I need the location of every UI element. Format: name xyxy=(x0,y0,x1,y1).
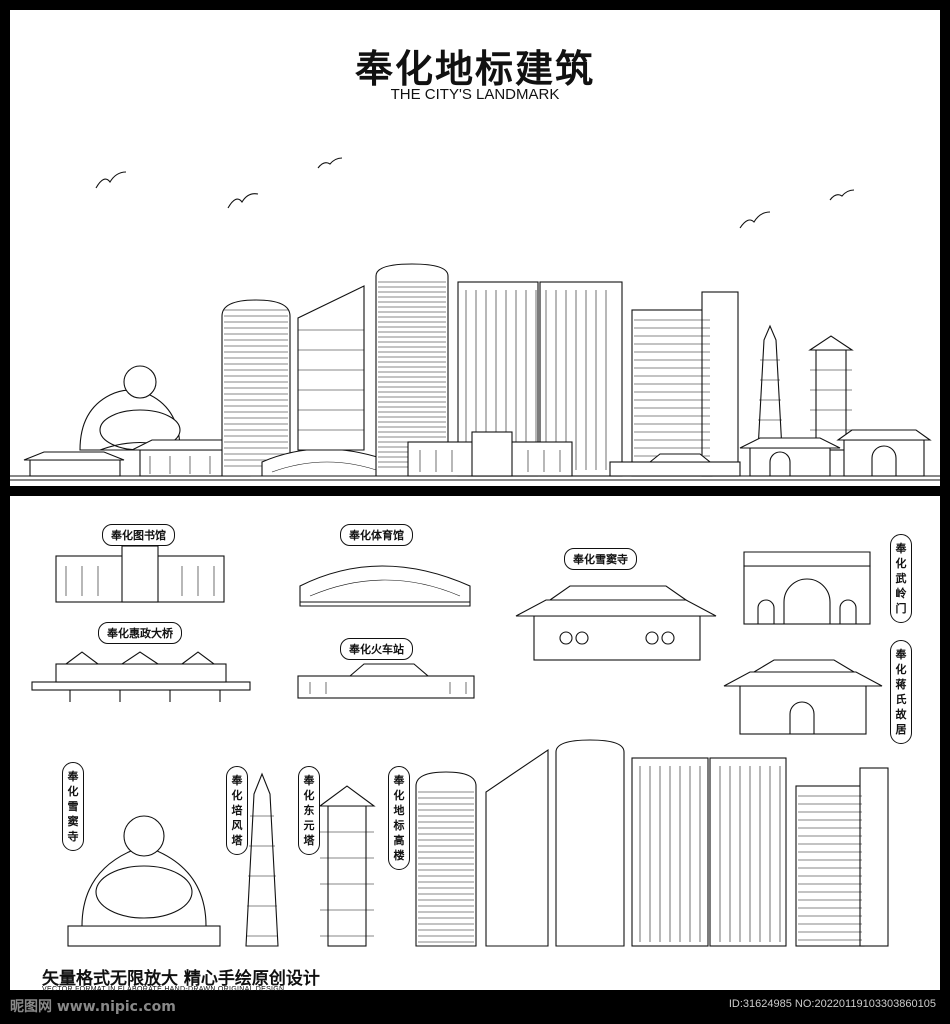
temple-drawing xyxy=(515,585,717,661)
label-highrise: 奉化地标高楼 xyxy=(388,766,410,870)
wedge-tower xyxy=(297,285,365,451)
birds xyxy=(95,157,855,229)
label-peifeng-tower: 奉化培风塔 xyxy=(226,766,248,855)
watermark-left: 昵图网 www.nipic.com xyxy=(10,999,176,1015)
label-stadium: 奉化体育馆 xyxy=(340,524,413,546)
label-library: 奉化图书馆 xyxy=(102,524,175,546)
label-dongyuan-tower: 奉化东元塔 xyxy=(298,766,320,855)
library-drawing xyxy=(55,545,225,603)
peifeng-pagoda xyxy=(757,324,783,451)
label-jiang-residence: 奉化蒋氏故居 xyxy=(890,640,912,744)
label-buddha: 奉化雪窦寺 xyxy=(62,762,84,851)
slogan-english: VECTOR FORMAT IN ELABORATE HAND-DRAWN OR… xyxy=(42,986,285,993)
office-tower xyxy=(631,291,739,477)
station-drawing xyxy=(297,663,475,699)
peifeng-tower-drawing xyxy=(245,772,279,947)
highrise-drawing xyxy=(415,739,889,947)
dongyuan-tower-drawing xyxy=(318,785,376,947)
gates xyxy=(739,429,932,477)
buddha-statue xyxy=(79,365,181,451)
bridge-drawing xyxy=(31,651,251,702)
skyline-drawing xyxy=(10,157,940,481)
page-title: 奉化地标建筑 xyxy=(354,47,595,91)
stadium-drawing xyxy=(299,565,471,607)
round-tower xyxy=(221,299,291,477)
page-subtitle: THE CITY'S LANDMARK xyxy=(390,86,560,103)
watermark-right: ID:31624985 NO:20220119103303860105 xyxy=(728,998,936,1010)
jiang-residence-drawing xyxy=(723,659,883,735)
wuling-gate-drawing xyxy=(743,551,871,625)
label-station: 奉化火车站 xyxy=(340,638,413,660)
label-temple: 奉化雪窦寺 xyxy=(564,548,637,570)
buddha-drawing xyxy=(67,815,221,947)
landmark-catalog-panel: 奉化图书馆 奉化体育馆 奉化雪窦寺 奉化武岭门 奉化惠政大桥 奉化火车站 奉化蒋… xyxy=(10,496,940,990)
catalog-drawing xyxy=(31,545,889,947)
station xyxy=(609,453,741,477)
label-wuling-gate: 奉化武岭门 xyxy=(890,534,912,623)
label-bridge: 奉化惠政大桥 xyxy=(98,622,182,644)
skyline-panel: 奉化地标建筑 THE CITY'S LANDMARK xyxy=(10,10,940,486)
slogan: 矢量格式无限放大 精心手绘原创设计 xyxy=(42,969,320,989)
library xyxy=(407,431,573,477)
dongyuan-pagoda xyxy=(808,335,854,451)
